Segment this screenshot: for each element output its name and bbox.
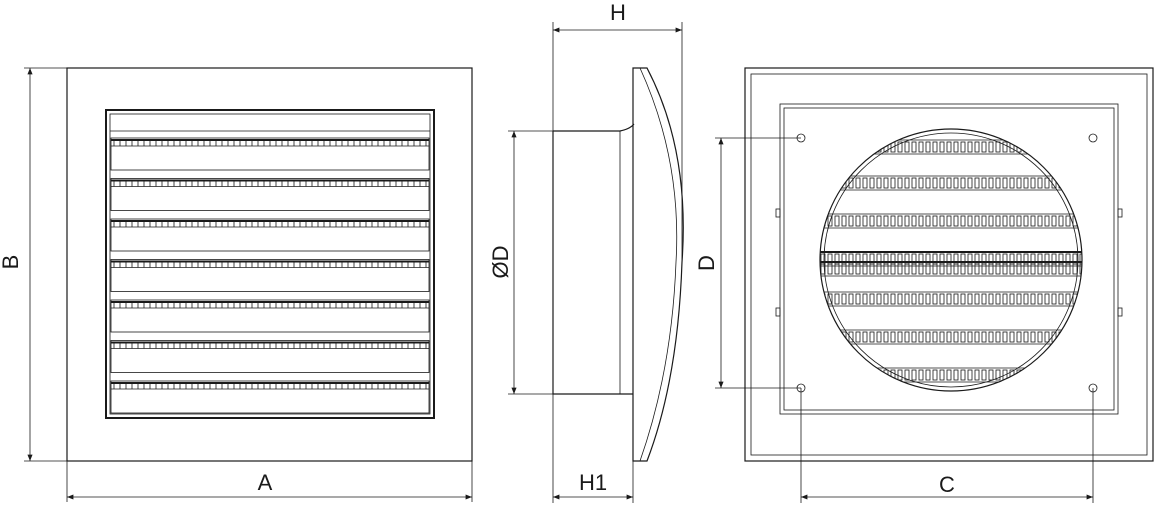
rear-view bbox=[744, 67, 1154, 462]
screw-hole bbox=[1088, 133, 1098, 143]
label-C: C bbox=[939, 472, 955, 497]
label-D: D bbox=[694, 255, 719, 271]
label-H1: H1 bbox=[579, 470, 607, 495]
dim-H: H bbox=[552, 0, 683, 262]
louver-slats bbox=[110, 130, 430, 414]
label-A: A bbox=[258, 470, 273, 495]
dim-C: C bbox=[800, 388, 1094, 503]
round-louver bbox=[819, 128, 1083, 392]
dim-H1: H1 bbox=[552, 394, 634, 503]
rear-outer-frame bbox=[744, 67, 1154, 462]
dim-B: B bbox=[0, 67, 67, 462]
inner-frame bbox=[105, 109, 435, 419]
dim-A: A bbox=[66, 461, 473, 502]
label-B: B bbox=[0, 255, 23, 270]
label-H: H bbox=[610, 0, 626, 25]
side-view bbox=[552, 67, 684, 462]
dim-D: D bbox=[694, 137, 801, 389]
dim-diameter: ØD bbox=[488, 130, 553, 395]
label-diameter: ØD bbox=[488, 246, 513, 279]
front-view bbox=[66, 67, 473, 462]
outer-frame bbox=[66, 67, 473, 462]
